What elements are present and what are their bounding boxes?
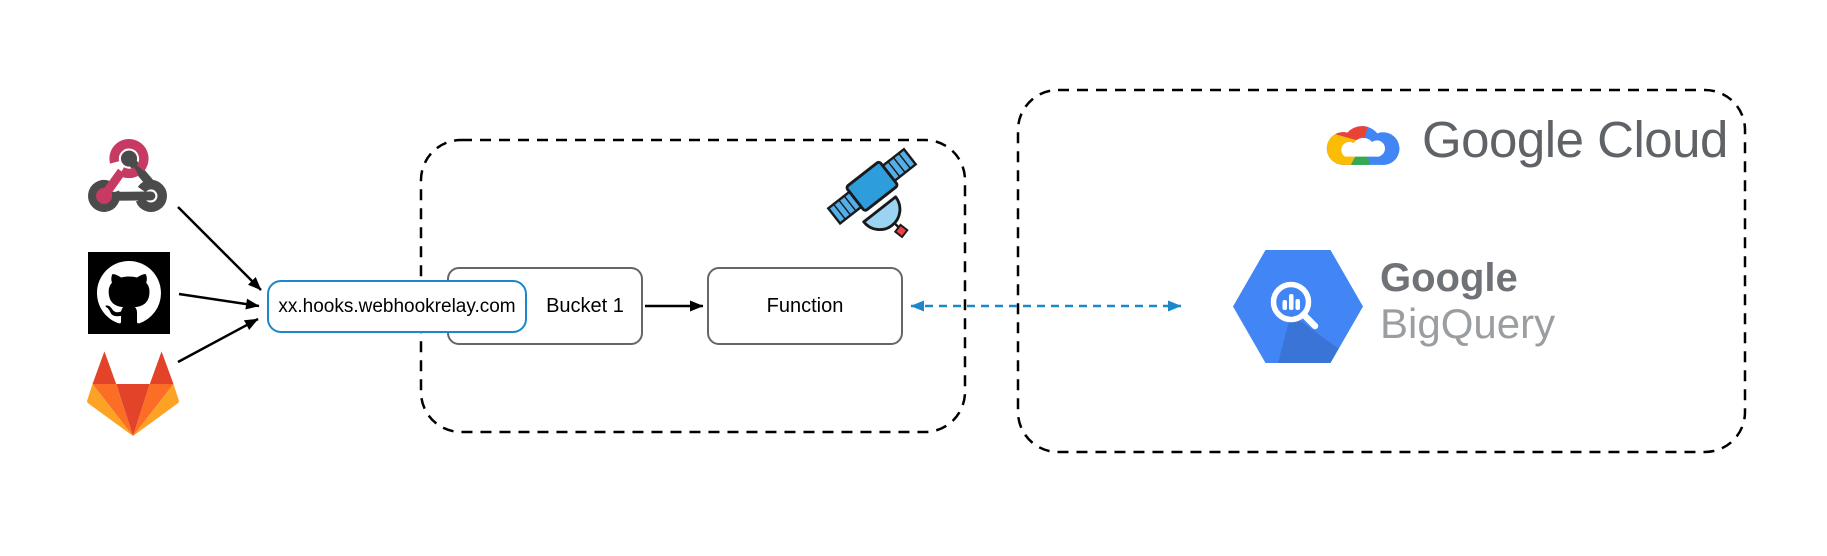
bigquery-wordmark: Google BigQuery [1380, 256, 1555, 346]
relay-endpoint-box: xx.hooks.webhookrelay.com [267, 280, 527, 333]
gitlab-icon [87, 350, 179, 440]
function-label: Function [766, 294, 844, 317]
satellite-icon [824, 144, 920, 244]
google-cloud-wordmark: Google Cloud [1422, 110, 1728, 168]
google-cloud-icon [1326, 125, 1400, 165]
bigquery-glyph [1233, 250, 1363, 363]
webhook-icon [78, 124, 180, 224]
github-octocat-glyph [97, 261, 161, 324]
google-cloud-zone-border [1016, 88, 1747, 454]
arrow-github-to-relay [178, 292, 260, 310]
satellite-glyph [826, 147, 918, 239]
bigquery-hexagon-icon [1233, 250, 1363, 363]
function-node: Function [707, 267, 903, 345]
arrow-webhook-to-relay [177, 206, 262, 291]
webhook-icon-glyph [88, 139, 167, 212]
google-cloud-logo: Google Cloud [1322, 103, 1728, 175]
bucket-label: Bucket 1 [546, 294, 624, 317]
bigquery-wordmark-line2: BigQuery [1380, 300, 1556, 347]
bigquery-wordmark-line1: Google [1380, 256, 1518, 300]
relay-endpoint-label: xx.hooks.webhookrelay.com [278, 295, 516, 317]
arrow-gitlab-to-relay [177, 317, 259, 364]
gitlab-tanuki-glyph [87, 351, 179, 436]
github-icon [88, 252, 170, 334]
